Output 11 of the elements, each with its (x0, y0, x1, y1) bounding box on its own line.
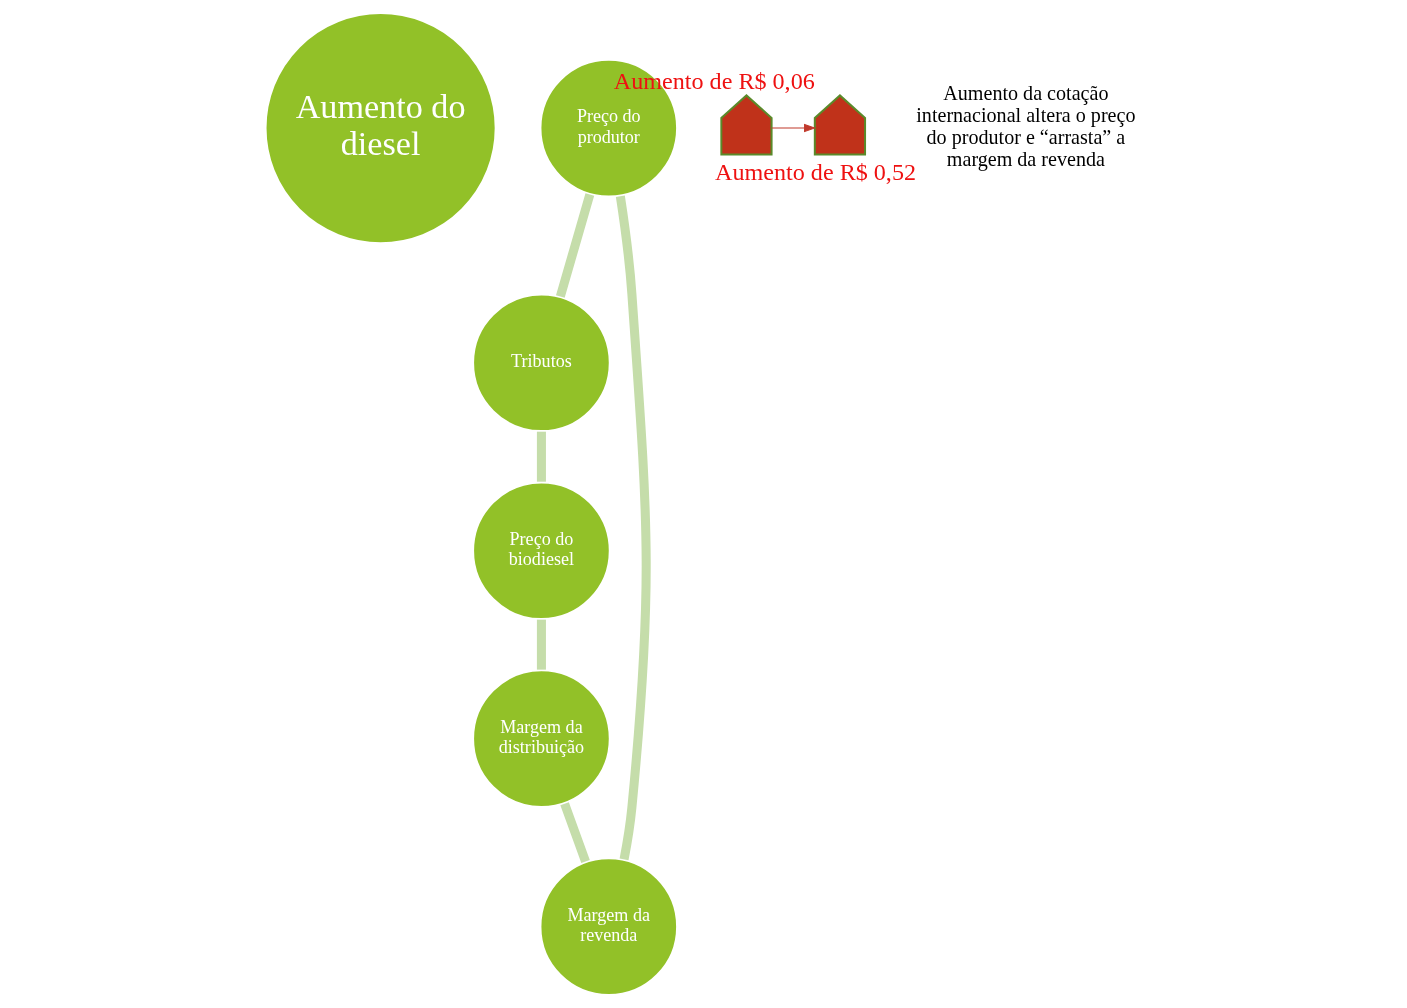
node-arrow (719, 94, 773, 156)
connector (536, 431, 546, 482)
connector (559, 802, 590, 864)
label: Aumento da cotação internacional altera o preço do produtor e “arrasta” a margem da revenda (915, 81, 1136, 171)
node-label: Aumento de R$ 0,52 (714, 159, 916, 186)
arrow (770, 123, 816, 133)
node-circle: Aumento do diesel (263, 11, 498, 246)
node-arrow (813, 94, 866, 156)
connector (615, 195, 651, 861)
connector (536, 619, 546, 670)
connector (555, 193, 594, 298)
